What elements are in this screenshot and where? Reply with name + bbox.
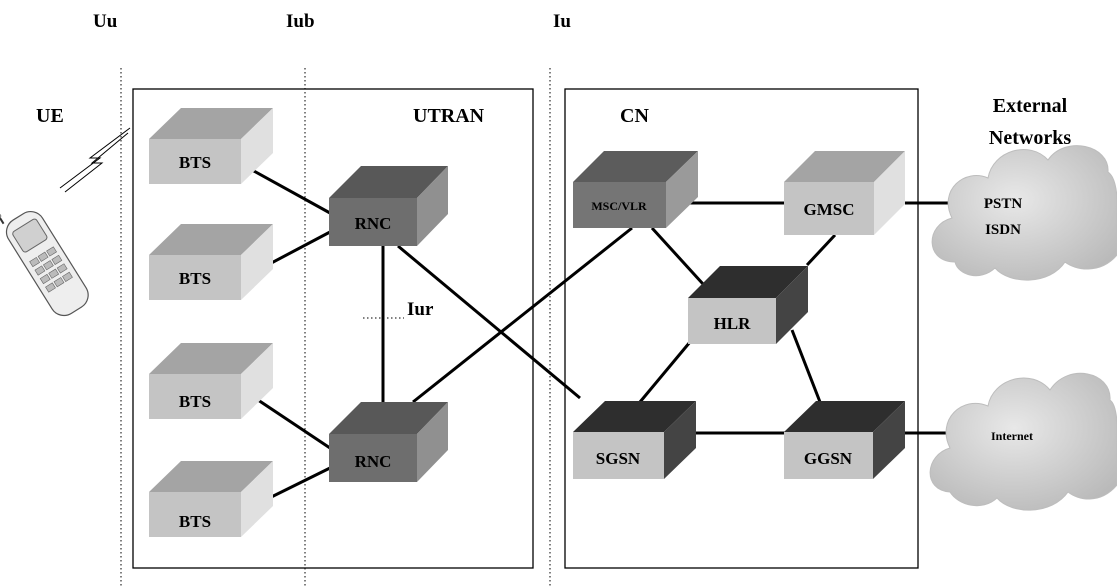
pstn-isdn-cloud: PSTN ISDN [931,145,1117,281]
interface-label-iu: Iu [553,11,571,32]
bts-node-3: BTS [149,343,273,419]
msc-vlr-label: MSC/VLR [591,199,647,213]
internet-cloud: Internet [929,372,1117,511]
radio-link-icon-shadow [64,132,129,193]
bts-label: BTS [179,392,211,411]
hlr-node: HLR [688,266,808,344]
gmsc-label: GMSC [804,200,855,219]
ggsn-label: GGSN [804,449,853,468]
rnc-label: RNC [355,214,392,233]
bts-label: BTS [179,153,211,172]
region-label-ue: UE [36,105,64,127]
utran-frame [132,88,534,569]
bts-label: BTS [179,269,211,288]
rnc-label: RNC [355,452,392,471]
link-gmsc-hlr [805,233,837,267]
external-networks-label-line2: Networks [989,127,1071,149]
bts-label: BTS [179,512,211,531]
rnc-node-2: RNC [329,402,448,482]
radio-link-icon [59,127,131,189]
link-msc-hlr [650,226,705,286]
interface-label-iur: Iur [407,299,434,320]
isdn-label: ISDN [985,222,1021,238]
cn-frame [564,88,919,569]
hlr-label: HLR [714,314,752,333]
link-hlr-sgsn [638,341,692,403]
interface-label-uu: Uu [93,11,118,32]
interface-label-iub: Iub [286,11,315,32]
link-rnc1-sgsn [397,244,581,400]
link-bts1-rnc1 [242,163,331,215]
bts-node-4: BTS [149,461,273,537]
region-label-cn: CN [620,105,649,127]
external-networks-label-line1: External [993,95,1068,117]
internet-label: Internet [991,429,1033,443]
pstn-label: PSTN [984,196,1023,212]
gmsc-node: GMSC [784,151,905,235]
link-rnc2-msc [412,226,633,404]
bts-node-1: BTS [149,108,273,184]
bts-node-2: BTS [149,224,273,300]
ggsn-node: GGSN [784,401,905,479]
sgsn-label: SGSN [596,449,641,468]
rnc-node-1: RNC [329,166,448,246]
mobile-phone-icon [0,210,89,317]
sgsn-node: SGSN [573,401,696,479]
msc-vlr-node: MSC/VLR [573,151,698,228]
region-label-utran: UTRAN [413,105,485,127]
link-hlr-ggsn [790,329,822,403]
